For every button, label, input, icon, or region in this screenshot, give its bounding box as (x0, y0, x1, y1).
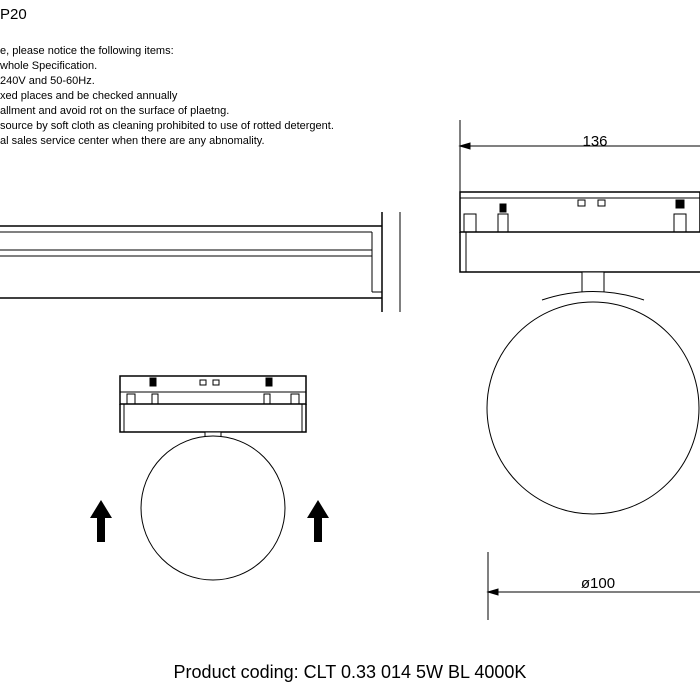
large-lamp-side-view (458, 120, 700, 620)
product-coding-label: Product coding: CLT 0.33 014 5W BL 4000K (173, 662, 527, 682)
width-dimension-label: 136 (582, 133, 607, 150)
note-line-3: 240V and 50-60Hz. (0, 75, 95, 87)
note-line-5: allment and avoid rot on the surface of … (0, 105, 230, 117)
instruction-notes: e, please notice the following items: wh… (0, 44, 334, 149)
up-arrow-left (90, 500, 112, 542)
track-rail-side-view (0, 212, 401, 312)
ip-rating-label: P20 (0, 6, 27, 23)
note-line-1: e, please notice the following items: (0, 45, 174, 57)
small-lamp-front-view (119, 375, 307, 581)
note-line-6: source by soft cloth as cleaning prohibi… (0, 120, 334, 132)
note-line-2: whole Specification. (0, 60, 98, 72)
note-line-4: xed places and be checked annually (0, 90, 178, 102)
note-line-7: al sales service center when there are a… (0, 135, 265, 147)
up-arrow-right (307, 500, 329, 542)
diameter-dimension-label: ø100 (581, 575, 615, 592)
